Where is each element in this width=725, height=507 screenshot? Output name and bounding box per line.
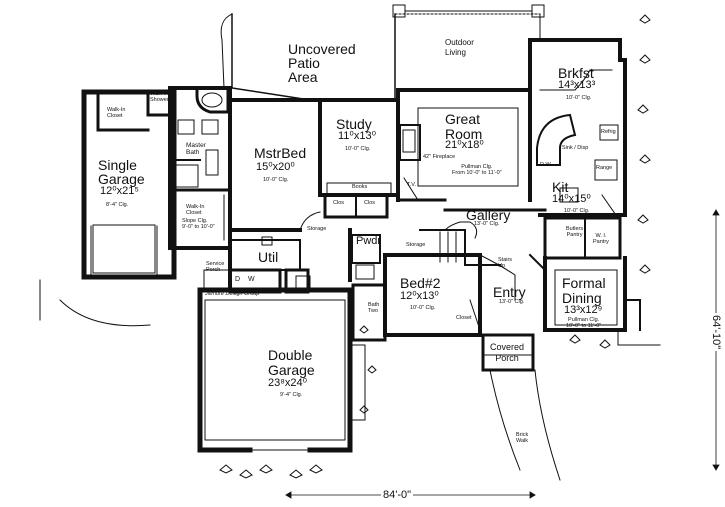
gallery-name: Gallery <box>466 207 511 223</box>
double-garage-walls <box>197 287 366 453</box>
dryer-label: W <box>248 276 255 283</box>
great-room-ceiling: Pullman Clg. From 10'-0" to 11'-0" <box>452 164 502 176</box>
great-room-fireplace: 42" Fireplace <box>423 154 456 160</box>
breakfast-ceiling: 10'-0" Clg. <box>566 95 592 101</box>
bed2-name: Bed#2 <box>400 275 441 291</box>
powder-name: Pwdr <box>356 235 382 247</box>
brick-walk-label: Brick Walk <box>516 432 529 444</box>
closet-label: Closet <box>456 315 472 321</box>
designer-label: Jillmore Design Group <box>205 291 260 297</box>
gallery-ceiling: 13'-0" Clg. <box>474 221 500 227</box>
great-room-tv: T.V. <box>407 182 416 188</box>
closet-label-b: Clos <box>364 200 376 206</box>
double-garage-dims: 23⁸x24⁰ <box>268 377 308 389</box>
single-garage-dims: 12⁰x21⁵ <box>100 185 139 197</box>
kitchen-dw: D.W. <box>540 162 552 168</box>
great-room-dims: 21⁰x18⁰ <box>445 139 484 151</box>
service-porch-name: Service Porch <box>206 261 225 273</box>
patio-name: Uncovered Patio Area <box>288 41 356 85</box>
single-garage-walls <box>81 89 177 280</box>
walkin-closet-top-name: Walk-In Closet <box>107 107 126 119</box>
breakfast-dims: 14³x13³ <box>558 79 596 91</box>
study-ceiling: 10'-0" Clg. <box>345 146 371 152</box>
storage-label-a: Storage <box>307 226 327 232</box>
single-garage-ceiling: 8'-4" Clg. <box>106 202 129 208</box>
butlers-pantry-name: Butlers Pantry <box>566 226 584 238</box>
walkin-closet-low-name: Walk-In Closet <box>186 204 205 216</box>
double-garage-ceiling: 9'-4" Clg. <box>280 392 303 398</box>
covered-porch-name: Covered Porch <box>490 342 525 363</box>
closet-label-a: Clos <box>333 200 345 206</box>
width-dimension: 84'-0" <box>381 489 414 501</box>
kitchen-range: Range <box>596 165 613 171</box>
patio <box>220 4 545 101</box>
walkin-shower-name: Walk-In Shower <box>150 91 169 103</box>
landscaping <box>39 14 651 479</box>
kitchen-dims: 14⁰x15⁰ <box>552 193 591 205</box>
kitchen-walls <box>528 38 627 219</box>
study-dims: 11⁰x13⁰ <box>338 130 376 142</box>
storage-label-b: Storage <box>406 242 426 248</box>
kitchen-refrig: Refrig <box>601 129 616 135</box>
master-bed-dims: 15⁰x20⁰ <box>256 161 295 173</box>
double-garage-name: Double Garage <box>268 347 315 378</box>
formal-dining-name: Formal Dining <box>562 275 606 306</box>
kitchen-ceiling: 10'-0" Clg. <box>564 208 590 214</box>
master-bed-ceiling: 10'-0" Clg. <box>263 177 289 183</box>
master-bath-walls <box>96 86 232 250</box>
great-room-name: Great Room <box>445 111 483 142</box>
single-garage-name: Single Garage <box>98 157 145 187</box>
master-bed-name: MstrBed <box>254 145 307 161</box>
bed2-ceiling: 10'-0" Clg. <box>410 305 436 311</box>
walkin-closet-low-ceiling: Slope Clg. 9'-0" to 10'-0" <box>182 218 215 230</box>
formal-dining-dims: 13³x12⁹ <box>564 304 603 316</box>
stairs-up-label: Stairs Up <box>498 257 513 269</box>
master-bath-name: Master Bath <box>186 142 206 156</box>
entry-ceiling: 13'-0" Clg. <box>499 299 525 305</box>
books-label: Books <box>352 184 368 190</box>
outdoor-living-name: Outdoor Living <box>445 38 474 57</box>
washer-label: D <box>235 276 241 283</box>
bedroom-two-walls <box>351 253 482 342</box>
utility-walls <box>203 228 381 294</box>
depth-dimension: 64'-10" <box>710 313 722 352</box>
bath-two-name: Bath Two <box>368 302 380 314</box>
great-room-walls <box>396 88 532 202</box>
wi-pantry-name: W. I. Pantry <box>593 233 609 245</box>
utility-name: Util <box>258 249 279 265</box>
entry-name: Entry <box>493 284 526 300</box>
gallery-walls <box>396 198 547 266</box>
breakfast-name: Brkfst <box>558 65 594 81</box>
kitchen-name: Kit <box>552 179 569 195</box>
formal-dining-ceiling: Pullman Clg. 10'-0" to 11'-0" <box>566 317 602 329</box>
entry-porch <box>479 253 561 481</box>
study-name: Study <box>336 116 372 132</box>
kitchen-sink: Sink / Disp <box>562 145 589 151</box>
pantry-dining-walls <box>543 216 661 346</box>
bed2-dims: 12⁰x13⁰ <box>400 290 439 302</box>
